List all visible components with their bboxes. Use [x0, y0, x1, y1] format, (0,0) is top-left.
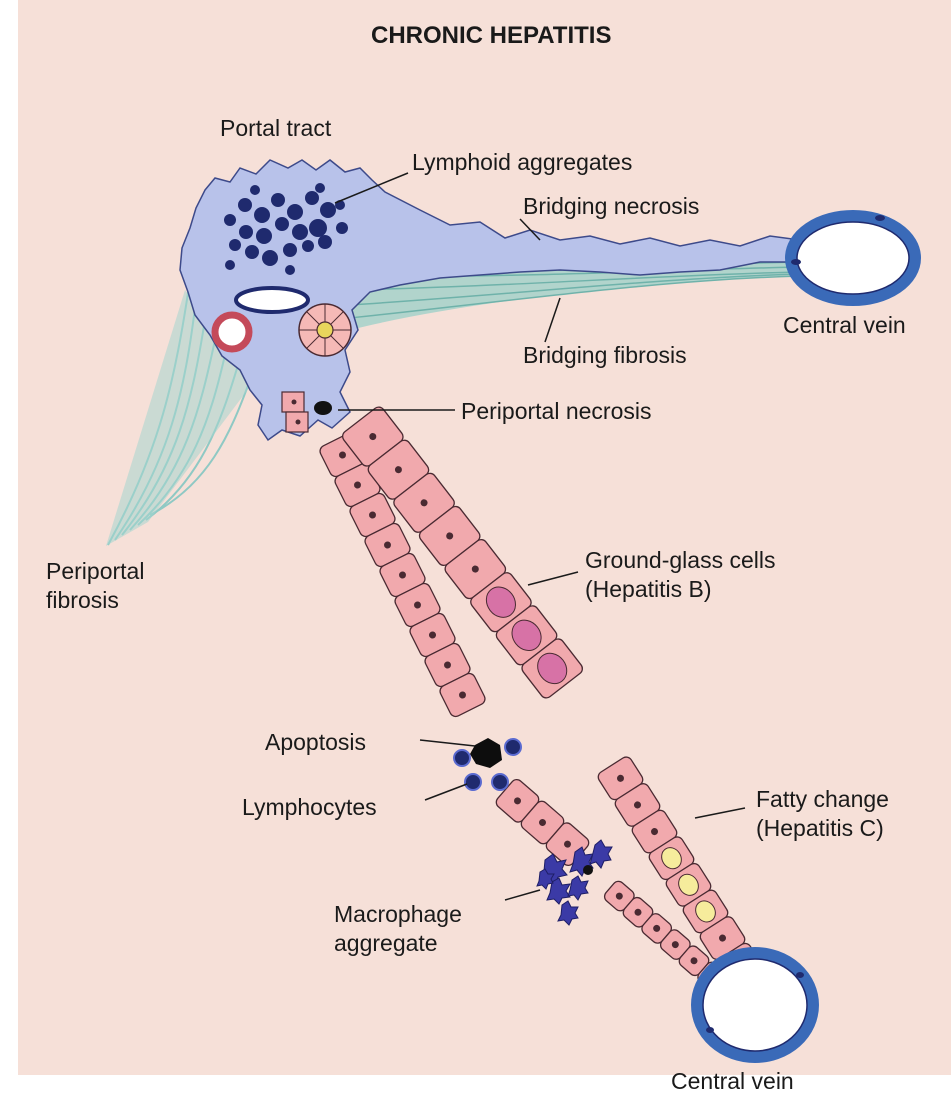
label-ground-glass-cells: Ground-glass cells (Hepatitis B)	[585, 546, 775, 604]
lymphocyte	[465, 774, 481, 790]
diagram-title: CHRONIC HEPATITIS	[371, 22, 611, 50]
label-portal-tract: Portal tract	[220, 114, 331, 143]
label-macrophage-aggregate: Macrophage aggregate	[334, 900, 462, 958]
label-periportal-necrosis: Periportal necrosis	[461, 397, 651, 426]
bile-duct	[299, 304, 351, 356]
label-periportal-fibrosis-line2: fibrosis	[46, 587, 119, 613]
label-periportal-fibrosis: Periportal fibrosis	[46, 557, 144, 615]
label-ground-glass-line1: Ground-glass cells	[585, 547, 775, 573]
label-lymphoid-aggregates: Lymphoid aggregates	[412, 148, 632, 177]
central-vein-bottom	[697, 953, 813, 1057]
lymphocyte	[492, 774, 508, 790]
label-central-vein-top: Central vein	[783, 311, 906, 340]
label-fatty-change: Fatty change (Hepatitis C)	[756, 785, 889, 843]
label-ground-glass-line2: (Hepatitis B)	[585, 576, 712, 602]
label-lymphocytes: Lymphocytes	[242, 793, 377, 822]
label-apoptosis: Apoptosis	[265, 728, 366, 757]
label-central-vein-bottom: Central vein	[671, 1067, 794, 1096]
label-macrophage-line1: Macrophage	[334, 901, 462, 927]
portal-vein-branch	[236, 288, 308, 312]
macrophage-dark-cell	[583, 865, 593, 875]
label-fatty-change-line1: Fatty change	[756, 786, 889, 812]
central-vein-top	[791, 215, 915, 300]
label-bridging-fibrosis: Bridging fibrosis	[523, 341, 687, 370]
label-periportal-fibrosis-line1: Periportal	[46, 558, 144, 584]
lymphocyte	[505, 739, 521, 755]
lymphocyte	[454, 750, 470, 766]
label-bridging-necrosis: Bridging necrosis	[523, 192, 699, 221]
label-fatty-change-line2: (Hepatitis C)	[756, 815, 884, 841]
hepatic-arteriole	[215, 315, 249, 349]
label-macrophage-line2: aggregate	[334, 930, 438, 956]
